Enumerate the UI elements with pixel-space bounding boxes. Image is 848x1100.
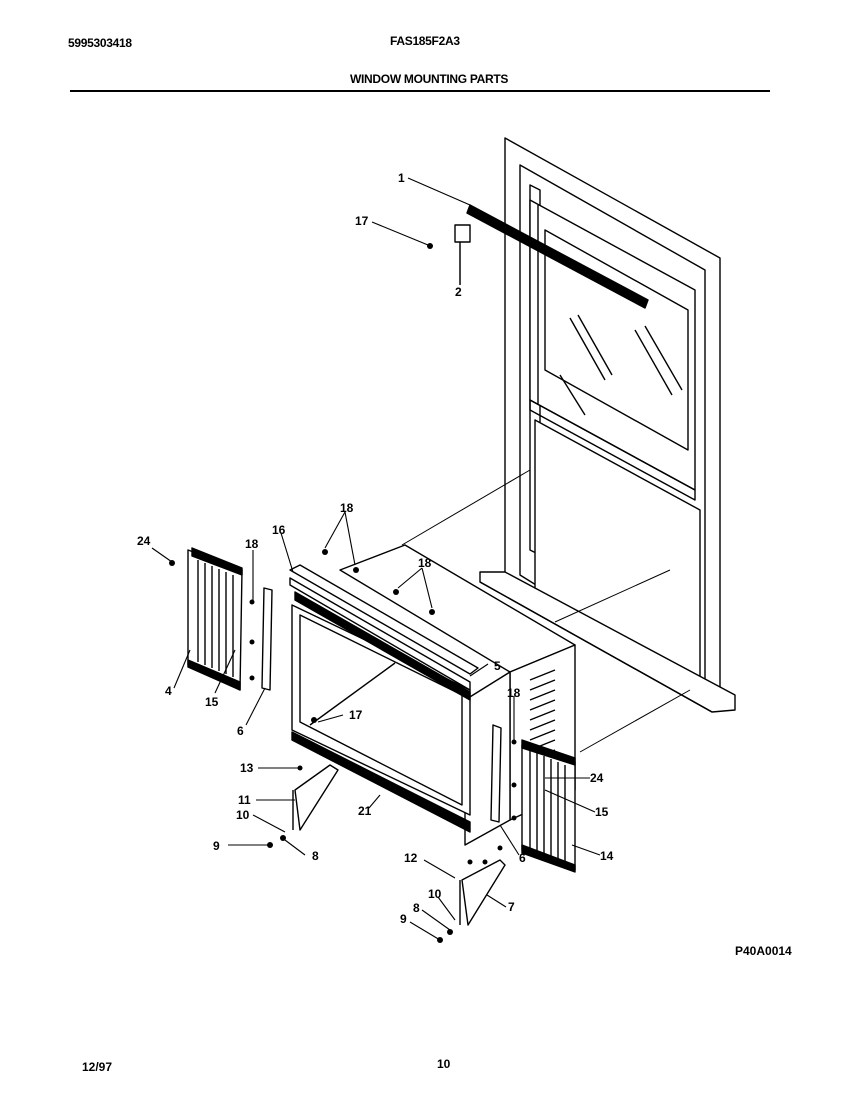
- callout-18: 18: [418, 556, 432, 570]
- callout-18: 18: [245, 537, 259, 551]
- right-side-rail: [490, 724, 502, 823]
- callouts: 1 17 2 18 18 24 18 16 5 4 15 6 17 18 24 …: [137, 171, 614, 926]
- callout-24: 24: [137, 534, 151, 548]
- callout-13: 13: [240, 761, 254, 775]
- callout-5: 5: [494, 659, 501, 673]
- callout-10: 10: [428, 887, 442, 901]
- callout-17: 17: [355, 214, 369, 228]
- callout-4: 4: [165, 684, 172, 698]
- callout-6: 6: [237, 724, 244, 738]
- right-curtain: [521, 739, 576, 873]
- document-number: 5995303418: [68, 36, 132, 50]
- top-seal-strip: [466, 204, 649, 309]
- callout-6: 6: [519, 851, 526, 865]
- top-rail: [289, 564, 479, 701]
- callout-1: 1: [398, 171, 405, 185]
- callout-9: 9: [400, 912, 407, 926]
- top-bracket: [454, 224, 471, 285]
- callout-9: 9: [213, 839, 220, 853]
- callout-15: 15: [205, 695, 219, 709]
- callout-7: 7: [508, 900, 515, 914]
- right-support-bracket: [459, 859, 506, 926]
- header-rule: [70, 90, 770, 92]
- callout-18: 18: [340, 501, 354, 515]
- callout-24: 24: [590, 771, 604, 785]
- callout-15: 15: [595, 805, 609, 819]
- callout-8: 8: [413, 901, 420, 915]
- figure-code: P40A0014: [735, 944, 792, 958]
- section-title: WINDOW MOUNTING PARTS: [350, 72, 509, 86]
- callout-10: 10: [236, 808, 250, 822]
- bottom-rail: [291, 731, 471, 833]
- screws: [169, 243, 517, 943]
- callout-18: 18: [507, 686, 521, 700]
- left-side-rail: [261, 587, 273, 691]
- callout-14: 14: [600, 849, 614, 863]
- left-support-bracket: [292, 764, 339, 831]
- callout-16: 16: [272, 523, 286, 537]
- footer-date: 12/97: [82, 1060, 113, 1074]
- callout-2: 2: [455, 285, 462, 299]
- model-number: FAS185F2A3: [390, 34, 460, 48]
- left-curtain: [187, 547, 243, 691]
- leader-lines: [151, 177, 601, 941]
- callout-11: 11: [238, 793, 251, 807]
- callout-21: 21: [358, 804, 372, 818]
- callout-12: 12: [404, 851, 418, 865]
- callout-17: 17: [349, 708, 363, 722]
- callout-8: 8: [312, 849, 319, 863]
- page-number: 10: [437, 1057, 451, 1071]
- front-frame: [291, 604, 471, 816]
- window-frame: [479, 137, 736, 713]
